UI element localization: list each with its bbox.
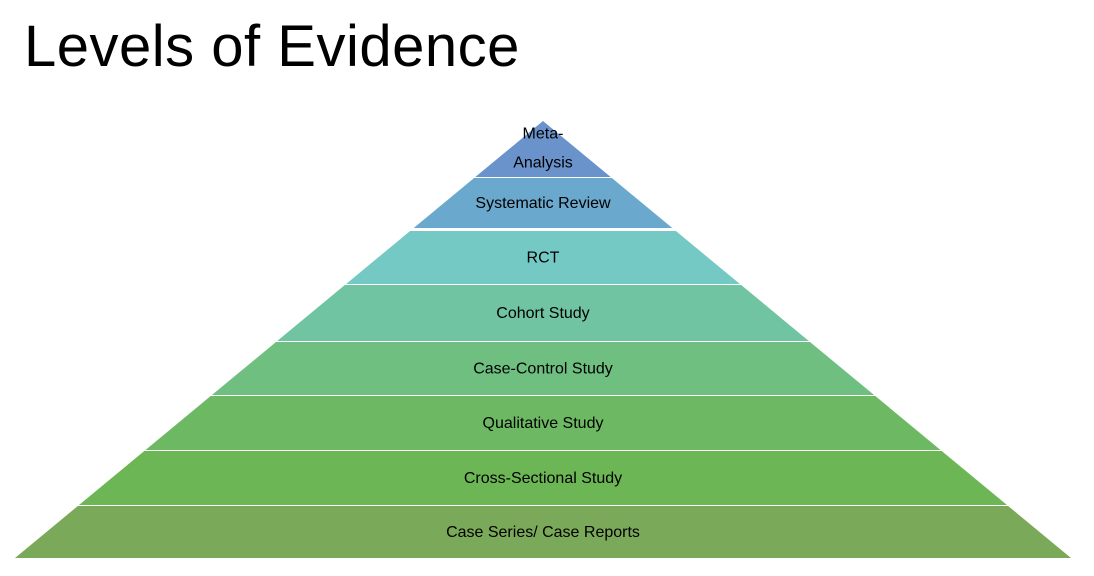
pyramid-tier-5-label-line: Case-Control Study xyxy=(473,360,613,377)
pyramid-tier-1 xyxy=(475,121,611,177)
pyramid-tier-2-label-line: Systematic Review xyxy=(475,195,611,212)
pyramid-tier-4 xyxy=(277,285,809,341)
pyramid-tier-7 xyxy=(79,451,1007,505)
pyramid-tier-2 xyxy=(413,178,673,228)
pyramid-tier-8-label-line: Case Series/ Case Reports xyxy=(446,524,640,541)
pyramid-tier-4-label: Cohort Study xyxy=(496,305,589,322)
pyramid-tier-8-label: Case Series/ Case Reports xyxy=(446,524,640,541)
pyramid-tier-3 xyxy=(346,231,740,284)
pyramid-tier-2-label: Systematic Review xyxy=(475,195,611,212)
pyramid-tier-6-label: Qualitative Study xyxy=(483,415,604,432)
pyramid-tier-1-label-line: Meta- xyxy=(523,125,564,142)
pyramid-tier-7-label-line: Cross-Sectional Study xyxy=(464,470,622,487)
pyramid-tier-1-label-line: Analysis xyxy=(513,154,573,171)
pyramid-tier-5 xyxy=(211,342,875,395)
pyramid-tier-6-label-line: Qualitative Study xyxy=(483,415,604,432)
pyramid-tier-6 xyxy=(145,396,941,450)
pyramid-tier-3-label: RCT xyxy=(527,249,560,266)
pyramid-tier-1-label: Meta- Analysis xyxy=(513,125,573,171)
pyramid-tier-7-label: Cross-Sectional Study xyxy=(464,470,622,487)
pyramid-tier-4-label-line: Cohort Study xyxy=(496,305,589,322)
pyramid-tier-8 xyxy=(15,506,1071,558)
slide-title: Levels of Evidence xyxy=(24,14,520,79)
pyramid-tier-5-label: Case-Control Study xyxy=(473,360,613,377)
pyramid-tier-3-label-line: RCT xyxy=(527,249,560,266)
